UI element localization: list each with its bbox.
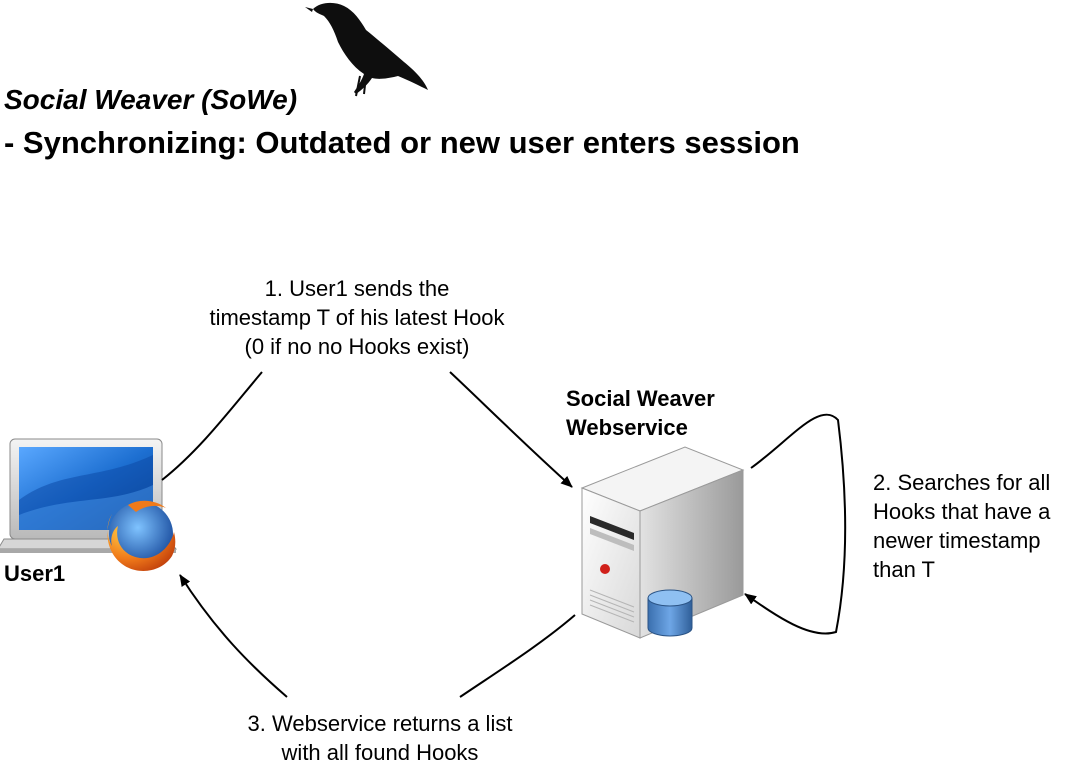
step1-label-line: (0 if no no Hooks exist) [244,334,470,359]
client-label: User1 [4,561,66,586]
step3-label-line: with all found Hooks [281,740,479,765]
server-label-line: Webservice [566,415,688,440]
step3-connector [459,614,576,698]
server-label-line: Social Weaver [566,386,715,411]
step1-arrow [449,371,573,488]
firefox-icon [107,500,176,571]
step2-label: 2. Searches for all Hooks that have a ne… [873,468,1050,584]
step3-arrow [179,574,288,698]
step3-label-line: 3. Webservice returns a list [247,711,513,736]
step2-label-line: newer timestamp [873,528,1041,553]
step1-label: 1. User1 sends the timestamp T of his la… [172,274,542,361]
raven-icon [305,2,428,97]
step1-connector [161,371,263,481]
step3-label: 3. Webservice returns a list with all fo… [200,709,560,767]
server-label: Social Weaver Webservice [566,384,715,442]
step1-label-line: 1. User1 sends the [264,276,450,301]
step2-label-line: Hooks that have a [873,499,1051,524]
page-title: Social Weaver (SoWe) [4,84,298,115]
step2-label-line: than T [873,557,935,582]
server-icon [580,446,745,639]
page-subtitle: - Synchronizing: Outdated or new user en… [4,125,800,160]
step2-loop-arrow [744,413,847,635]
step1-label-line: timestamp T of his latest Hook [209,305,505,330]
database-icon [647,589,693,637]
step2-label-line: 2. Searches for all [873,470,1051,495]
